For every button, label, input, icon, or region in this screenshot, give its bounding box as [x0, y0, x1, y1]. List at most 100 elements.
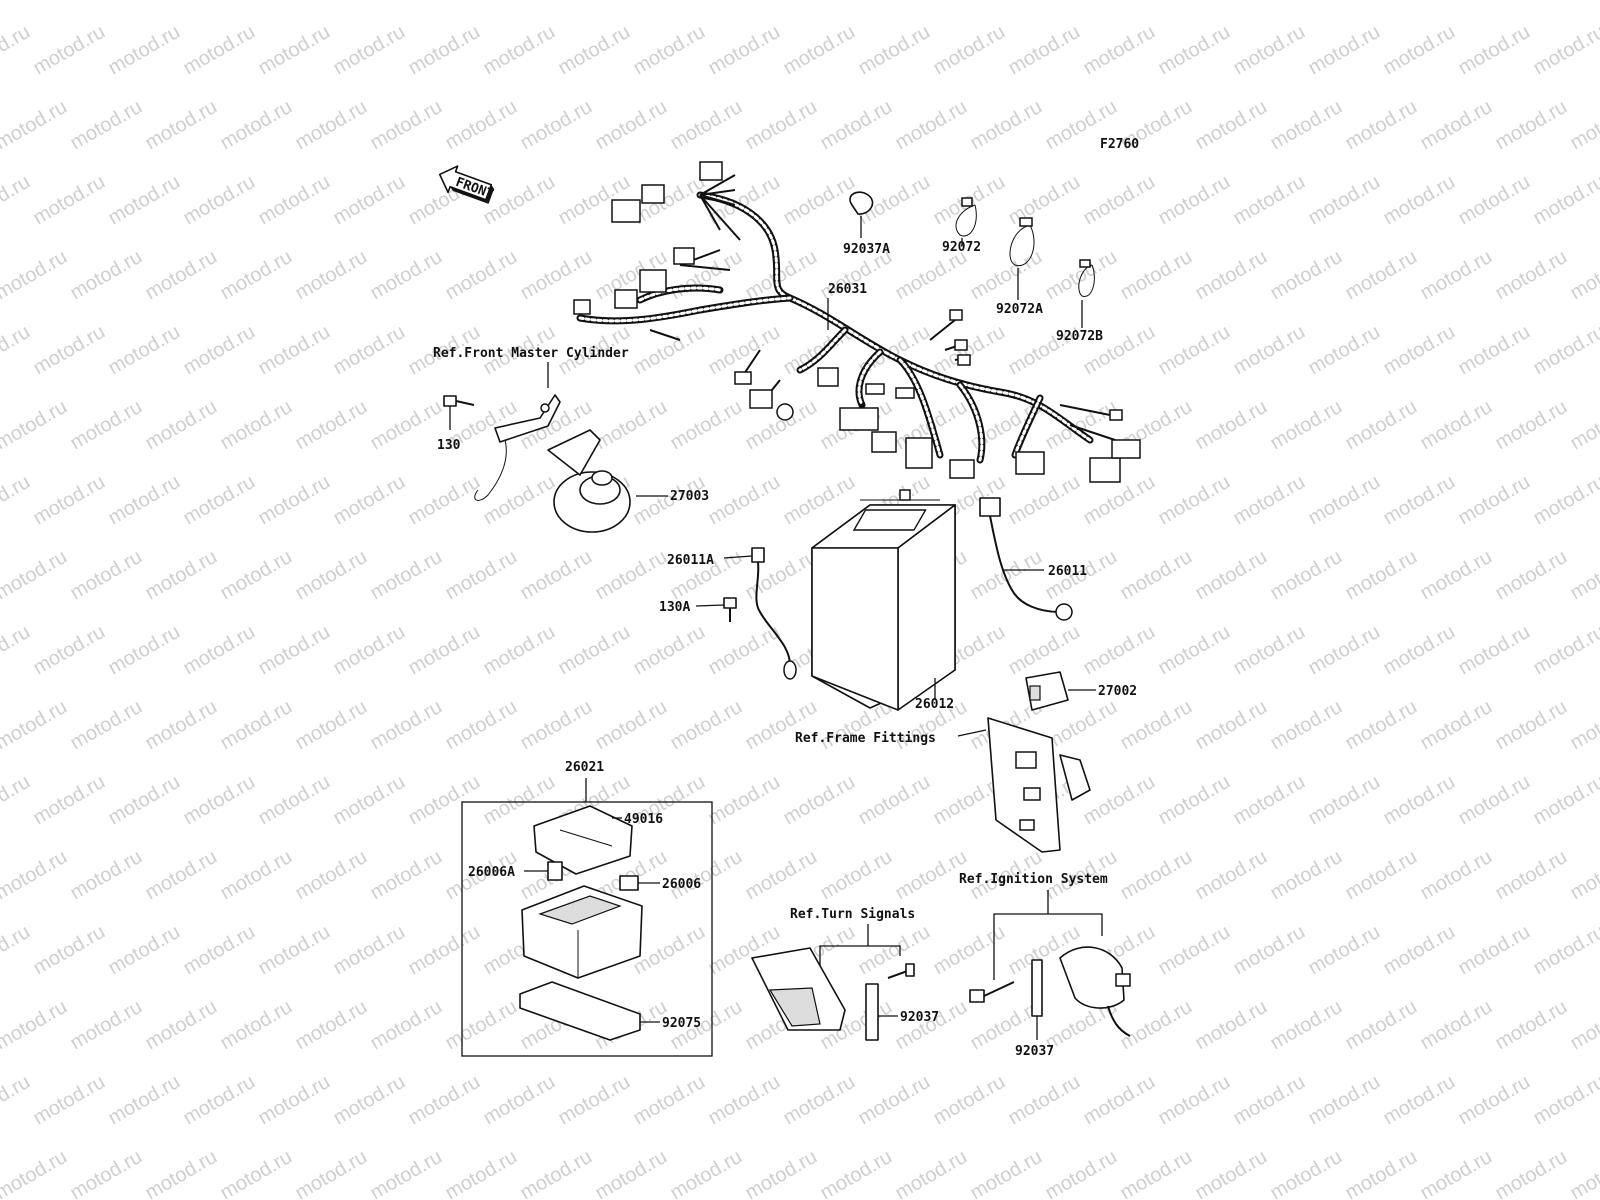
watermark-text: motod.ru: [255, 321, 334, 380]
watermark-text: motod.ru: [142, 996, 221, 1055]
watermark-text: motod.ru: [255, 21, 334, 80]
watermark-text: motod.ru: [517, 246, 596, 305]
watermark-text: motod.ru: [1042, 1146, 1121, 1200]
watermark-text: motod.ru: [405, 921, 484, 980]
part-label-26021: 26021: [565, 760, 604, 775]
watermark-text: motod.ru: [1117, 0, 1196, 4]
watermark-text: motod.ru: [517, 1146, 596, 1200]
watermark-text: motod.ru: [1455, 1071, 1534, 1130]
watermark-text: motod.ru: [1380, 21, 1459, 80]
front-master-bracket: [474, 362, 561, 501]
watermark-text: motod.ru: [742, 1146, 821, 1200]
watermark-text: motod.ru: [105, 921, 184, 980]
watermark-text: motod.ru: [142, 546, 221, 605]
watermark-text: motod.ru: [1230, 21, 1309, 80]
watermark-text: motod.ru: [142, 246, 221, 305]
watermark-text: motod.ru: [705, 1071, 784, 1130]
watermark-text: motod.ru: [217, 396, 296, 455]
watermark-text: motod.ru: [105, 21, 184, 80]
watermark-text: motod.ru: [667, 0, 746, 4]
watermark-text: motod.ru: [0, 171, 34, 230]
watermark-text: motod.ru: [1342, 846, 1421, 905]
part-label-92072: 92072: [942, 240, 981, 255]
watermark-text: motod.ru: [967, 546, 1046, 605]
watermark-text: motod.ru: [0, 0, 71, 4]
watermark-text: motod.ru: [930, 321, 1009, 380]
watermark-text: motod.ru: [1155, 171, 1234, 230]
part-label-92037-turn: 92037: [900, 1010, 939, 1025]
watermark-text: motod.ru: [1567, 396, 1600, 455]
watermark-text: motod.ru: [67, 696, 146, 755]
watermark-text: motod.ru: [292, 696, 371, 755]
watermark-text: motod.ru: [180, 1071, 259, 1130]
watermark-text: motod.ru: [930, 921, 1009, 980]
part-label-92037A: 92037A: [843, 242, 890, 257]
watermark-text: motod.ru: [1567, 96, 1600, 155]
watermark-text: motod.ru: [405, 771, 484, 830]
watermark-text: motod.ru: [142, 396, 221, 455]
watermark-text: motod.ru: [705, 771, 784, 830]
watermark-text: motod.ru: [180, 471, 259, 530]
watermark-text: motod.ru: [0, 396, 71, 455]
part-label-92072A: 92072A: [996, 302, 1043, 317]
watermark-text: motod.ru: [1117, 546, 1196, 605]
cable-26011: [979, 497, 1073, 621]
watermark-text: motod.ru: [592, 0, 671, 4]
cable-26011A: [723, 547, 797, 680]
watermark-text: motod.ru: [180, 321, 259, 380]
watermark-text: motod.ru: [0, 846, 71, 905]
watermark-text: motod.ru: [330, 771, 409, 830]
watermark-text: motod.ru: [1380, 1071, 1459, 1130]
watermark-text: motod.ru: [442, 246, 521, 305]
watermark-text: motod.ru: [330, 21, 409, 80]
watermark-text: motod.ru: [1080, 21, 1159, 80]
watermark-text: motod.ru: [405, 471, 484, 530]
watermark-text: motod.ru: [1380, 621, 1459, 680]
watermark-text: motod.ru: [442, 1146, 521, 1200]
watermark-text: motod.ru: [255, 621, 334, 680]
watermark-text: motod.ru: [1530, 771, 1600, 830]
watermark-text: motod.ru: [1155, 321, 1234, 380]
part-label-26031: 26031: [828, 282, 867, 297]
watermark-text: motod.ru: [405, 621, 484, 680]
watermark-text: motod.ru: [30, 921, 109, 980]
watermark-text: motod.ru: [1380, 921, 1459, 980]
watermark-text: motod.ru: [517, 0, 596, 4]
watermark-text: motod.ru: [30, 321, 109, 380]
watermark-text: motod.ru: [1492, 1146, 1571, 1200]
watermark-text: motod.ru: [1192, 846, 1271, 905]
watermark-text: motod.ru: [1005, 471, 1084, 530]
watermark-text: motod.ru: [967, 1146, 1046, 1200]
watermark-text: motod.ru: [367, 0, 446, 4]
watermark-text: motod.ru: [592, 396, 671, 455]
watermark-text: motod.ru: [1455, 471, 1534, 530]
watermark-text: motod.ru: [217, 696, 296, 755]
watermark-text: motod.ru: [255, 471, 334, 530]
watermark-text: motod.ru: [1267, 696, 1346, 755]
watermark-text: motod.ru: [142, 1146, 221, 1200]
watermark-text: motod.ru: [1530, 921, 1600, 980]
watermark-text: motod.ru: [780, 471, 859, 530]
watermark-text: motod.ru: [1380, 471, 1459, 530]
watermark-text: motod.ru: [180, 621, 259, 680]
watermark-text: motod.ru: [1042, 0, 1121, 4]
watermark-text: motod.ru: [0, 621, 34, 680]
watermark-text: motod.ru: [30, 1071, 109, 1130]
part-label-27002: 27002: [1098, 684, 1137, 699]
watermark-text: motod.ru: [892, 96, 971, 155]
watermark-text: motod.ru: [0, 771, 34, 830]
watermark-text: motod.ru: [292, 546, 371, 605]
watermark-text: motod.ru: [1192, 96, 1271, 155]
ref-front-master-cylinder: Ref.Front Master Cylinder: [433, 346, 629, 361]
watermark-text: motod.ru: [1342, 396, 1421, 455]
watermark-text: motod.ru: [442, 996, 521, 1055]
watermark-text: motod.ru: [742, 96, 821, 155]
watermark-text: motod.ru: [442, 546, 521, 605]
watermark-text: motod.ru: [1192, 1146, 1271, 1200]
watermark-text: motod.ru: [67, 396, 146, 455]
watermark-text: motod.ru: [217, 846, 296, 905]
watermark-text: motod.ru: [1342, 546, 1421, 605]
watermark-text: motod.ru: [667, 696, 746, 755]
watermark-text: motod.ru: [67, 96, 146, 155]
